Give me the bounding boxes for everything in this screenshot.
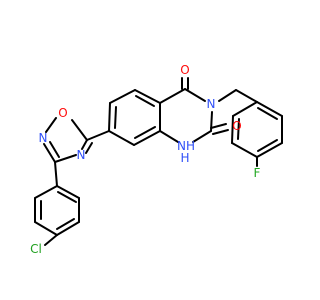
bond-ox-o1-n2 — [45, 117, 57, 133]
atom-h-of-nh: H — [180, 151, 189, 165]
bond-n1-c8 — [159, 130, 179, 143]
bond-c6-oxadiazole — [86, 130, 110, 141]
bond-fph-3-4 — [256, 142, 283, 158]
bond-c4a-c5 — [109, 89, 136, 104]
bond-c7-c8 — [133, 130, 161, 146]
bond-n3-ch2 — [218, 89, 237, 102]
atom-fluorine: F — [254, 166, 261, 180]
molecule-canvas: O N O NH H O N N F Cl — [30, 63, 283, 256]
bond-clph-1-2-double — [57, 191, 77, 203]
bond-fph-5-6-double — [237, 118, 240, 140]
bond-c4-n3 — [184, 88, 206, 102]
bond-ox-n4-c5 — [81, 139, 88, 150]
bond-ox-c5-o1 — [71, 119, 88, 141]
bond-fph-6-1 — [232, 101, 258, 117]
bond-c8a-c4a — [134, 89, 161, 104]
bond-ch2-aryl — [235, 89, 258, 103]
bond-clph-4-5 — [34, 221, 58, 236]
bond-fph-5-6 — [231, 115, 234, 144]
bond-ox-c3-n4 — [54, 154, 77, 163]
bond-c5-c6 — [108, 102, 111, 132]
bond-c2-o-double-b — [212, 129, 229, 135]
bond-clph-1-2 — [56, 185, 80, 199]
bond-fph-4-5 — [231, 142, 258, 158]
bond-clph-6-1 — [34, 185, 58, 199]
bond-ox-n4-c5-double — [85, 142, 93, 154]
bond-fph-1-2-double — [257, 107, 278, 120]
bonds — [34, 77, 283, 246]
bond-ox-n2-c3 — [43, 143, 56, 163]
bond-c5-c6-double — [114, 106, 117, 129]
bond-fph-3-4-double — [257, 139, 278, 152]
bond-c7-c8-double — [134, 126, 156, 139]
atom-o-carbonyl-right: O — [232, 119, 241, 133]
bond-ox-n2-c3-double — [49, 141, 60, 158]
bond-ox-c3-aryl — [54, 161, 58, 187]
atom-o-oxadiazole: O — [58, 106, 67, 120]
atom-labels: O N O NH H O N N F Cl — [30, 63, 260, 256]
atom-o-carbonyl-top: O — [180, 63, 189, 77]
atom-n-oxadiazole-top: N — [39, 131, 48, 145]
atom-n3: N — [207, 97, 216, 111]
bond-c2-n1 — [192, 130, 212, 143]
bond-c6-c7 — [108, 130, 135, 146]
bond-fph-1-2 — [256, 101, 283, 117]
atom-nh: NH — [177, 139, 195, 153]
bond-clph-c-cl — [44, 234, 58, 246]
atom-chlorine: Cl — [30, 242, 42, 256]
bond-clph-3-4 — [56, 221, 80, 236]
atom-n-oxadiazole-right: N — [77, 148, 86, 162]
bond-c8a-c4 — [159, 88, 186, 104]
bond-c2-o-double-a — [210, 123, 227, 129]
structure-drawing: O N O NH H O N N F Cl — [30, 63, 283, 256]
bond-clph-3-4-double — [56, 218, 75, 230]
bond-c8a-c4a-double — [135, 95, 155, 107]
